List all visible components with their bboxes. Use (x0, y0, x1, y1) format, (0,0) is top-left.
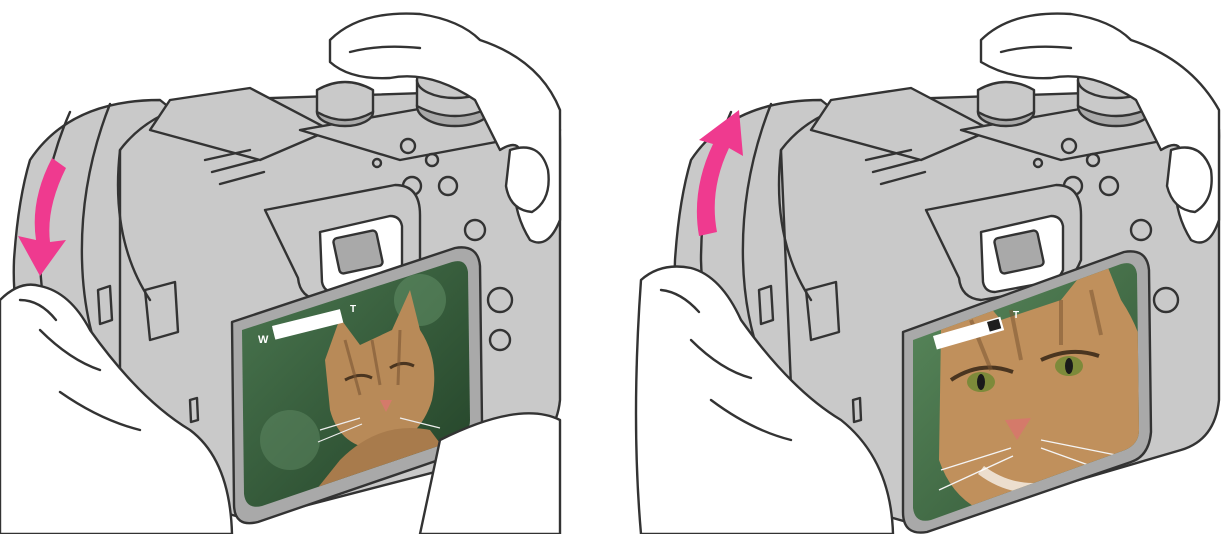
svg-text:W: W (258, 334, 269, 346)
illustration-zoom-out: W T (0, 0, 600, 534)
svg-text:T: T (350, 304, 356, 315)
illustration-zoom-in: T (621, 0, 1221, 534)
camera-zoom-out-drawing: W T (0, 0, 600, 534)
svg-text:T: T (1013, 310, 1019, 321)
camera-zoom-in-drawing: T (621, 0, 1221, 534)
